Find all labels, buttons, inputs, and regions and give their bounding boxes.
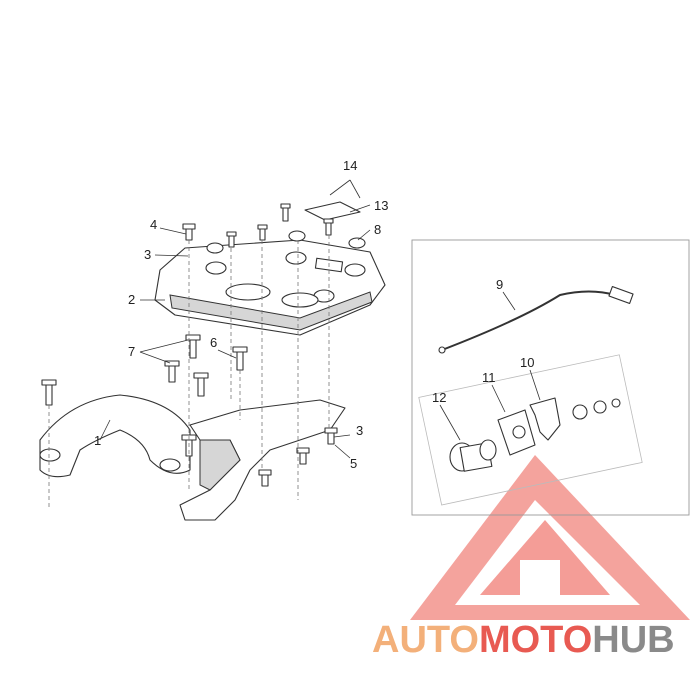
- brand-hub: HUB: [592, 619, 674, 661]
- callout-5: 5: [350, 456, 357, 471]
- latch-plate: [529, 397, 561, 441]
- main-bracket: [39, 394, 191, 478]
- callout-6: 6: [210, 335, 217, 350]
- lock-cylinder: [449, 439, 497, 472]
- callout-2: 2: [128, 292, 135, 307]
- alignment-lines: [48, 235, 330, 510]
- svg-text:AUTOMOTOHUB: AUTOMOTOHUB: [372, 619, 675, 661]
- callout-12: 12: [432, 390, 446, 405]
- callout-11: 11: [482, 370, 496, 385]
- brand-moto: MOTO: [479, 619, 592, 661]
- callout-7: 7: [128, 344, 135, 359]
- cover-plate: [304, 201, 361, 221]
- bolts: [41, 203, 366, 487]
- callout-4: 4: [150, 217, 157, 232]
- leader-lines: [99, 179, 541, 459]
- callouts: 1 2 3 3 4 5 6 7 8 9 10 11 12 13 14: [94, 158, 534, 471]
- callout-14: 14: [343, 158, 357, 173]
- detail-box: [411, 239, 690, 516]
- callout-8: 8: [374, 222, 381, 237]
- watermark-logo: [410, 455, 690, 620]
- callout-3: 3: [144, 247, 151, 262]
- callout-3-second: 3: [356, 423, 363, 438]
- release-cable: [438, 285, 634, 354]
- callout-10: 10: [520, 355, 534, 370]
- support-bracket: [179, 399, 346, 521]
- callout-9: 9: [496, 277, 503, 292]
- brand-auto: AUTO: [372, 619, 479, 661]
- brand-wordmark: AUTOMOTOHUB: [372, 619, 675, 661]
- inner-detail-box: [418, 354, 643, 506]
- rack-plate: [154, 239, 386, 336]
- callout-13: 13: [374, 198, 388, 213]
- callout-1: 1: [94, 433, 101, 448]
